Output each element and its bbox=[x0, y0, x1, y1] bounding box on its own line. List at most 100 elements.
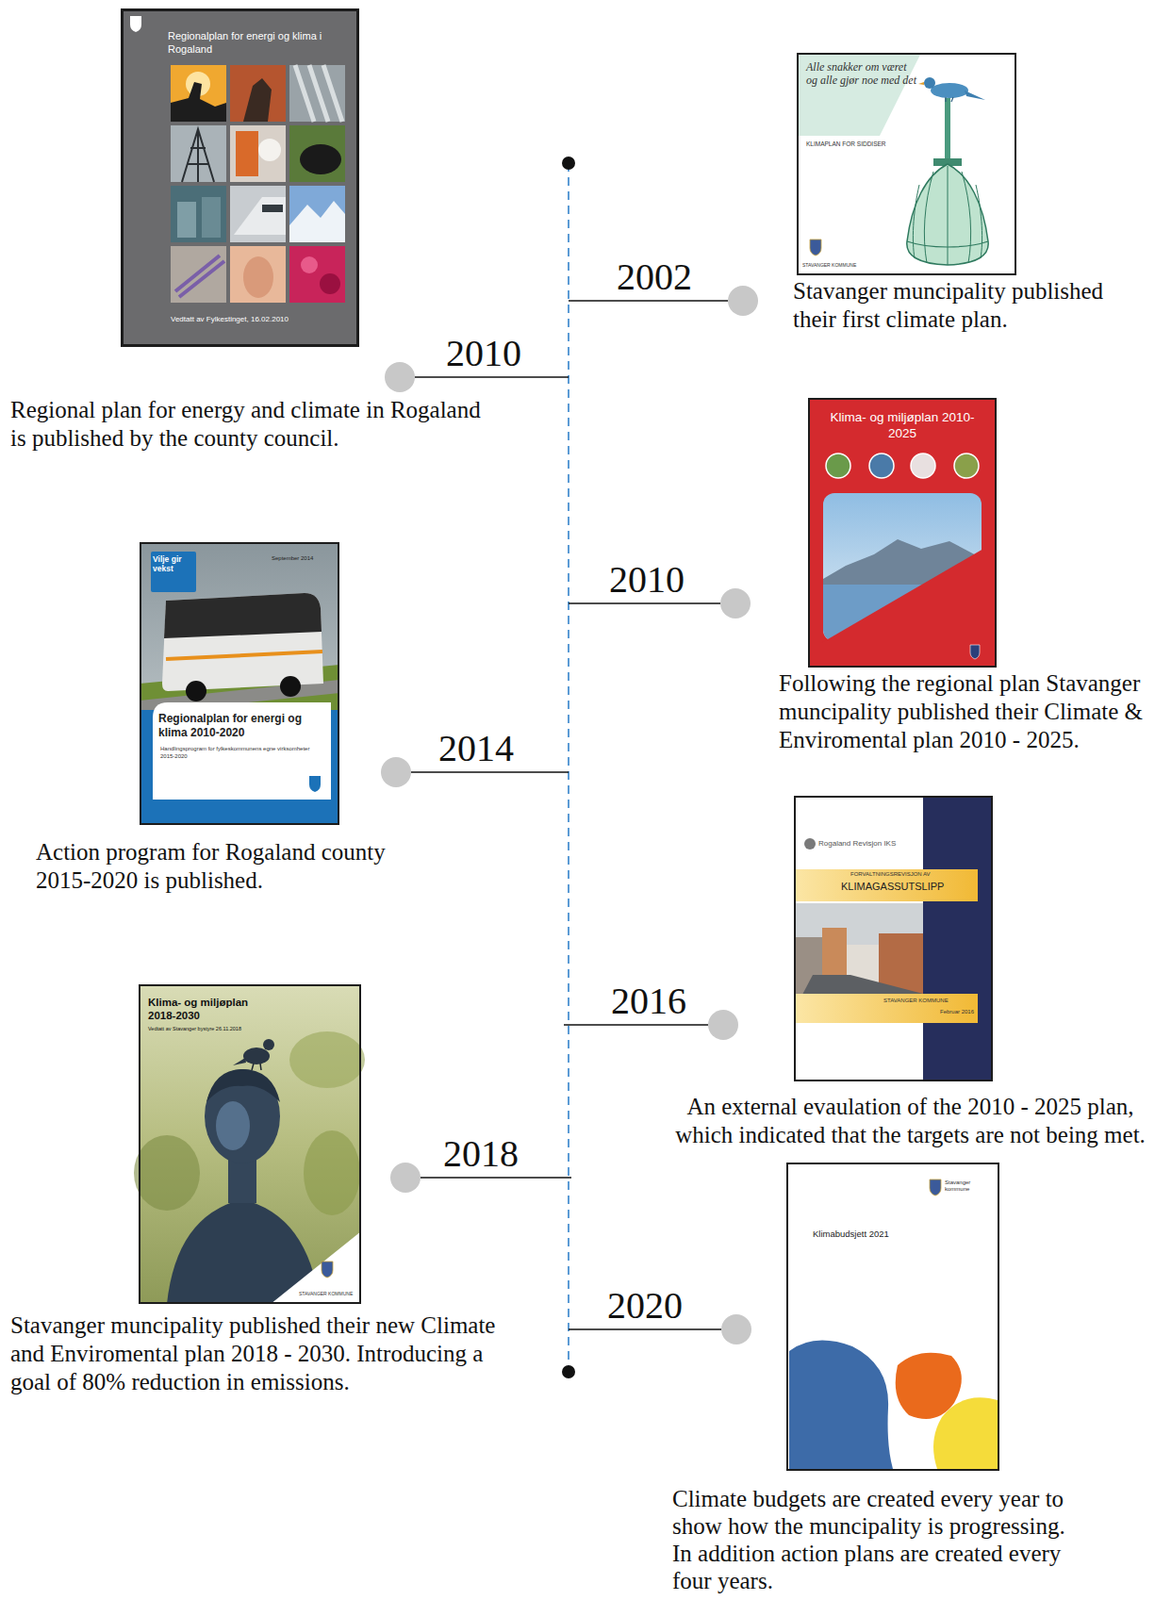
photo-cell bbox=[201, 197, 221, 238]
photo-cell bbox=[289, 246, 346, 303]
bird bbox=[263, 1039, 275, 1051]
cover-art bbox=[133, 984, 365, 1304]
timeline-axis bbox=[567, 163, 570, 1372]
cover-text: September 2014 bbox=[271, 555, 334, 562]
crest bbox=[321, 1261, 333, 1278]
axis-end-dot bbox=[561, 1365, 576, 1379]
axis-end-dot bbox=[561, 156, 576, 170]
year-label: 2014 bbox=[429, 727, 524, 770]
year-dot bbox=[380, 757, 412, 788]
photo-cell bbox=[181, 129, 215, 182]
year-dot bbox=[720, 588, 751, 619]
cover-text: Alle snakker om været og alle gjør noe m… bbox=[806, 60, 918, 87]
cover-text: Vedtatt av Stavanger bystyre 26.11.2018 bbox=[148, 1025, 243, 1033]
cover-caption: Stavanger muncipality published their ne… bbox=[10, 1311, 511, 1397]
cover-text: Rogaland Revisjon IKS bbox=[818, 839, 921, 849]
photo-cell bbox=[295, 65, 343, 122]
year-dot bbox=[727, 285, 759, 316]
cover-ground bbox=[786, 1162, 1000, 1471]
cover-text: Vedtatt av Fylkestinget, 16.02.2010 bbox=[170, 314, 350, 325]
photo-cell bbox=[170, 125, 227, 182]
footer-band bbox=[793, 993, 978, 1023]
photo-cell bbox=[289, 125, 346, 182]
photo-foliage bbox=[133, 1135, 200, 1211]
bird bbox=[945, 97, 954, 102]
statue bbox=[206, 1069, 281, 1103]
photo-sky bbox=[139, 542, 340, 825]
cover-blob bbox=[789, 1340, 893, 1469]
cover-art bbox=[120, 8, 360, 347]
year-label: 2016 bbox=[601, 980, 696, 1023]
cover-caption: An external evaulation of the 2010 - 202… bbox=[671, 1092, 1150, 1150]
photo-cell bbox=[289, 65, 346, 122]
bird bbox=[232, 1057, 247, 1066]
year-dot bbox=[384, 362, 415, 393]
tower-column bbox=[944, 98, 951, 165]
photo-cell bbox=[175, 255, 225, 297]
photo-cell bbox=[299, 144, 342, 175]
cover-shape bbox=[796, 52, 922, 136]
photo-cell bbox=[300, 256, 318, 274]
photo-cell bbox=[170, 246, 227, 303]
photo-cell bbox=[170, 82, 227, 122]
statue bbox=[204, 1069, 281, 1164]
cover-art bbox=[796, 52, 1017, 276]
photo-cell bbox=[262, 204, 283, 213]
cover-caption: Stavanger muncipality published their fi… bbox=[792, 277, 1119, 334]
document-cover: Stavanger kommuneKlimabudsjett 2021Clima… bbox=[786, 1162, 1000, 1471]
cover-text: Regionalplan for energi og klima i Rogal… bbox=[167, 29, 352, 56]
title-panel bbox=[152, 702, 331, 800]
bird bbox=[964, 90, 986, 100]
cover-shape bbox=[821, 548, 984, 645]
cover-text: Stavanger kommune bbox=[944, 1179, 990, 1193]
cover-caption: Action program for Rogaland county 2015-… bbox=[35, 838, 399, 895]
cover-circle bbox=[869, 453, 894, 479]
year-label: 2010 bbox=[436, 332, 531, 375]
cover-text: STAVANGER KOMMUNE bbox=[298, 1290, 358, 1297]
cover-text: STAVANGER KOMMUNE bbox=[883, 997, 976, 1005]
photo-cell bbox=[289, 200, 346, 243]
cover-circle bbox=[910, 453, 936, 479]
cover-text: Handlingsprogram for fylkeskommunens egn… bbox=[160, 745, 312, 760]
dome-rib bbox=[912, 165, 982, 265]
photo-cell bbox=[230, 65, 286, 122]
slogan-box bbox=[150, 551, 197, 593]
crest bbox=[809, 239, 822, 256]
bus bbox=[165, 651, 323, 660]
photo-foliage bbox=[303, 1130, 361, 1216]
cover-caption: Regional plan for energy and climate in … bbox=[10, 396, 482, 453]
cover-caption: Climate budgets are created every year t… bbox=[672, 1485, 1073, 1595]
crest bbox=[309, 775, 321, 792]
bird bbox=[243, 1047, 270, 1065]
cover-ground bbox=[120, 8, 360, 347]
cover-text: Regionalplan for energi og klima 2010-20… bbox=[158, 711, 329, 741]
cover-text: Februar 2016 bbox=[883, 1008, 974, 1016]
cover-text: Klimabudsjett 2021 bbox=[812, 1228, 955, 1240]
photo-cell bbox=[170, 65, 227, 122]
document-cover: Rogaland Revisjon IKS FORVALTNINGSREVISJO… bbox=[793, 795, 993, 1082]
cover-text: Vilje gir vekst bbox=[152, 554, 195, 574]
cover-text: KLIMAPLAN FOR SIDDISER bbox=[806, 140, 939, 149]
cover-text: KLIMAGASSUTSLIPP bbox=[841, 880, 974, 893]
title-band bbox=[793, 869, 978, 902]
cover-art bbox=[786, 1162, 1000, 1471]
year-label: 2002 bbox=[607, 256, 702, 298]
tower-dome bbox=[907, 164, 989, 265]
year-label: 2018 bbox=[433, 1133, 528, 1175]
cover-art bbox=[139, 542, 340, 825]
cover-shape bbox=[270, 1231, 362, 1304]
cover-ground bbox=[793, 795, 993, 1082]
cover-text: FORVALTNINGSREVISJON AV bbox=[850, 871, 974, 878]
bus bbox=[280, 676, 301, 697]
cover-art bbox=[793, 795, 993, 1082]
document-cover: Regionalplan for energi og klima i Rogal… bbox=[120, 8, 360, 347]
bird bbox=[918, 82, 924, 85]
document-cover: Vilje gir vekst September 2014Regionalpla… bbox=[139, 542, 340, 825]
cover-ground bbox=[808, 397, 997, 668]
year-tick bbox=[420, 1176, 572, 1179]
year-dot bbox=[390, 1162, 421, 1193]
photo-cell bbox=[170, 185, 227, 243]
cover-art bbox=[808, 397, 997, 668]
photo-cell bbox=[177, 201, 197, 238]
year-dot bbox=[721, 1314, 752, 1345]
